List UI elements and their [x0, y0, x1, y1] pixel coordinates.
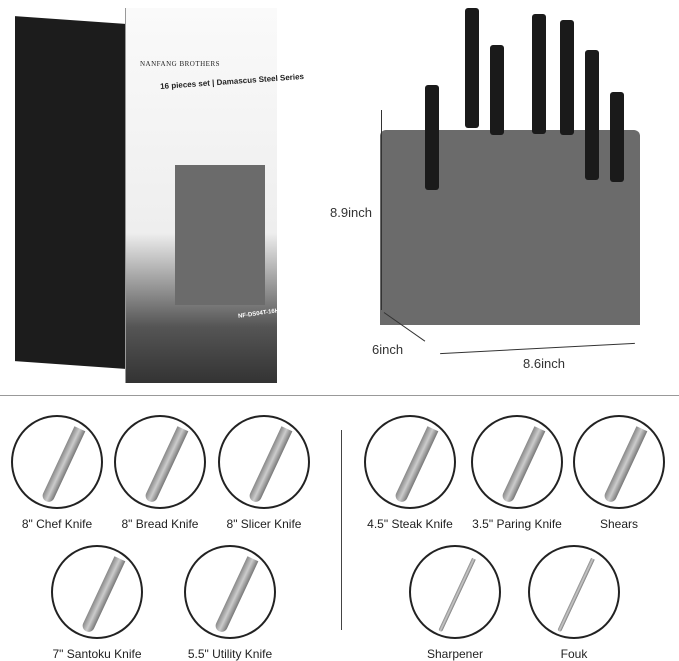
height-dimension-line [381, 110, 382, 310]
height-label: 8.9inch [330, 205, 372, 220]
item-label: 5.5" Utility Knife [187, 647, 273, 661]
knife-block [380, 130, 640, 325]
item-label: 8" Chef Knife [21, 517, 93, 531]
item-steak-knife: 4.5" Steak Knife [360, 415, 460, 531]
item-label: 8" Slicer Knife [226, 517, 302, 531]
item-chef-knife: 8" Chef Knife [7, 415, 107, 531]
item-label: 8" Bread Knife [121, 517, 199, 531]
paring-knife-image [471, 415, 563, 509]
knife-handle [585, 50, 599, 180]
item-slicer-knife: 8" Slicer Knife [214, 415, 314, 531]
column-divider [341, 430, 342, 630]
item-label: Sharpener [426, 647, 484, 661]
item-label: 7" Santoku Knife [52, 647, 142, 661]
width-label: 8.6inch [523, 356, 565, 371]
knife-handle [490, 45, 504, 135]
section-divider [0, 395, 679, 396]
box-knife-block-image [175, 165, 265, 305]
item-label: Shears [599, 517, 639, 531]
utility-knife-image [184, 545, 276, 639]
depth-label: 6inch [372, 342, 404, 357]
knife-handle [532, 14, 546, 134]
bread-knife-image [114, 415, 206, 509]
chef-knife-image [11, 415, 103, 509]
item-paring-knife: 3.5" Paring Knife [467, 415, 567, 531]
knife-handle [560, 20, 574, 135]
package-box-side [15, 16, 125, 369]
item-bread-knife: 8" Bread Knife [110, 415, 210, 531]
fork-image [528, 545, 620, 639]
item-label: Fouk [560, 647, 588, 661]
shears-image [573, 415, 665, 509]
box-brand-text: NANFANG BROTHERS [140, 60, 221, 68]
item-shears: Shears [569, 415, 669, 531]
width-dimension-line [440, 342, 635, 355]
steak-knife-image [364, 415, 456, 509]
knife-handle [610, 92, 624, 182]
knife-handle [465, 8, 479, 128]
santoku-knife-image [51, 545, 143, 639]
item-label: 4.5" Steak Knife [367, 517, 453, 531]
sharpener-image [409, 545, 501, 639]
knife-handle [425, 85, 439, 190]
slicer-knife-image [218, 415, 310, 509]
item-label: 3.5" Paring Knife [472, 517, 562, 531]
